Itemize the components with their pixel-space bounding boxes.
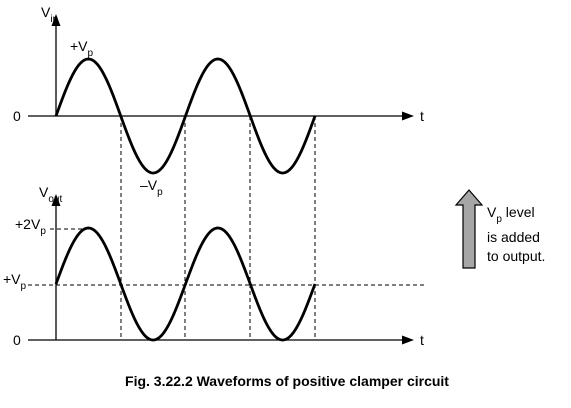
output-sine-wave: [54, 226, 317, 342]
annotation-line-1: Vp level: [487, 204, 535, 225]
top-y-axis-arrowhead: [51, 14, 61, 26]
bottom-graph: Vout t 0 +2Vp +Vp: [3, 184, 425, 348]
annotation-line-3: to output.: [487, 248, 545, 264]
bottom-y-axis-label: Vout: [39, 184, 62, 205]
top-peak-label: +Vp: [70, 38, 94, 59]
top-graph: Vin t 0 +Vp –Vp: [13, 4, 424, 198]
vp-level-annotation: Vp level is added to output.: [454, 189, 545, 269]
bottom-2vp-label: +2Vp: [15, 216, 46, 237]
figure-caption: Fig. 3.22.2 Waveforms of positive clampe…: [125, 373, 449, 389]
top-zero-label: 0: [13, 108, 21, 124]
top-x-axis-label: t: [420, 108, 424, 124]
up-arrow-icon: [454, 189, 484, 269]
bottom-vp-label: +Vp: [3, 271, 27, 292]
top-trough-label: –Vp: [140, 177, 163, 198]
period-guides: [120, 116, 316, 340]
annotation-line-2: is added: [487, 229, 540, 245]
bottom-x-axis-label: t: [420, 332, 424, 348]
top-y-axis-label: Vin: [41, 4, 58, 25]
bottom-y-axis-arrowhead: [51, 194, 61, 206]
bottom-zero-label: 0: [13, 332, 21, 348]
bottom-x-axis-arrowhead: [402, 335, 414, 345]
top-x-axis-arrowhead: [402, 111, 414, 121]
